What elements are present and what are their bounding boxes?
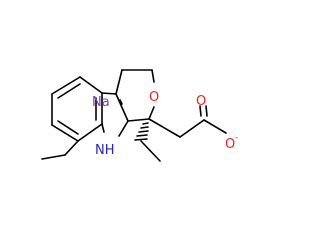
ethyl-substituent-left <box>41 140 79 160</box>
carbonyl-oxygen-label: O <box>196 94 206 109</box>
pyran-ring <box>115 69 155 122</box>
benzene-ring <box>51 76 103 142</box>
indole-nh-label: NH <box>95 143 115 158</box>
carboxylate-oxygen-label: O <box>225 137 235 152</box>
ring-oxygen-label: O <box>149 90 159 105</box>
molecule-structure-diagram: Na O O O - NH <box>41 69 238 162</box>
acetate-side-chain <box>148 105 227 138</box>
negative-charge-label: - <box>235 133 238 143</box>
hashed-wedge-ethyl <box>134 122 161 162</box>
pyrrole-ring <box>101 92 129 137</box>
sodium-label: Na <box>92 95 110 110</box>
